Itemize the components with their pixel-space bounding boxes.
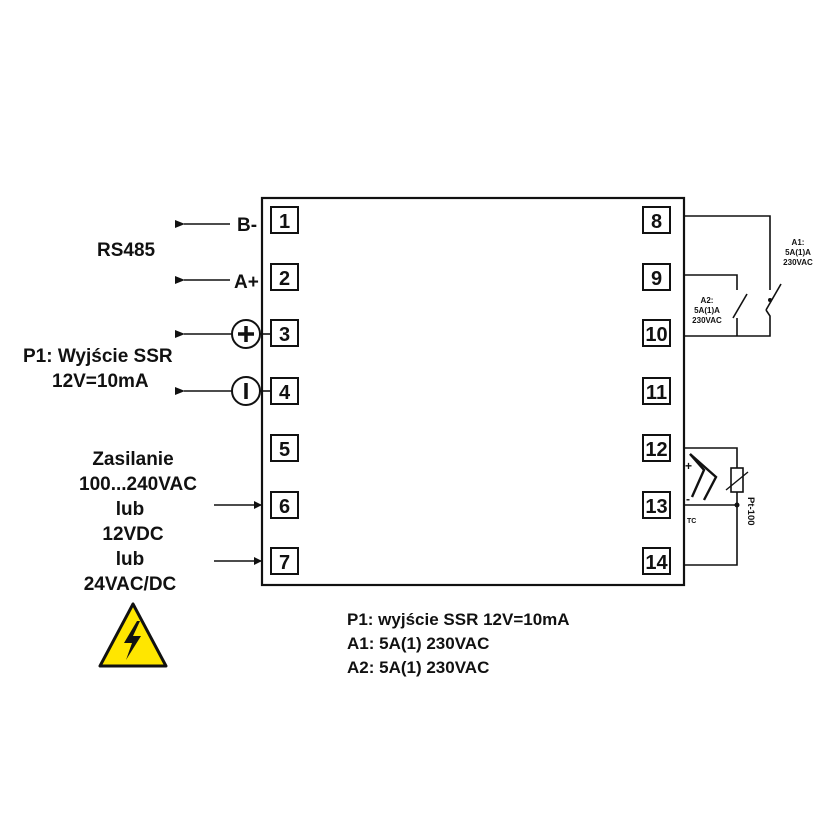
supply-line-1: Zasilanie [92,449,173,470]
terminal-11: 11 [642,377,671,405]
relay-a1-wire-top [684,215,771,290]
a-plus-label: A+ [234,272,259,293]
terminal-12: 12 [642,434,671,462]
relay-a1-contact [765,283,782,311]
pt100-label: Pt-100 [745,497,756,526]
pt100-resistor-symbol [725,467,749,493]
relay-a1-wire-bottom [684,309,771,337]
terminal-7-label: 7 [279,552,290,574]
terminal-5-label: 5 [279,439,290,461]
supply-label: Zasilanie 100...240VAC lub 12VDC lub 24V… [79,449,197,595]
terminal-10-label: 10 [645,324,667,346]
supply-line-6: 24VAC/DC [84,574,177,595]
terminal-14: 14 [642,547,671,575]
terminal-7: 7 [270,547,299,575]
legend-line-3: A2: 5A(1) 230VAC [347,658,489,677]
minus-circle-icon [231,376,261,406]
terminal-4-label: 4 [279,382,291,404]
high-voltage-warning-icon [98,602,168,668]
supply-line-2: 100...240VAC [79,474,197,495]
terminal-2-label: 2 [279,268,290,290]
plus-circle-icon [231,319,261,349]
b-minus-label: B- [237,215,257,236]
rs485-label: RS485 [97,240,156,261]
relay-a2-line1: A2: [701,296,714,305]
relay-a2-label: A2: 5A(1)A 230VAC [692,296,722,325]
terminal-5: 5 [270,434,299,462]
terminal-13: 13 [642,491,671,519]
terminal-14-label: 14 [645,552,668,574]
terminal-1-label: 1 [279,211,290,233]
relay-a2-line2: 5A(1)A [694,306,720,315]
tc-minus-label: - [686,492,690,506]
p1-label-line1: P1: Wyjście SSR [23,346,173,367]
thermocouple-symbol [689,453,718,501]
sensor-wire-12 [684,447,738,468]
relay-a2-line3: 230VAC [692,316,722,325]
sensor-junction [734,502,740,508]
legend-line-1: P1: wyjście SSR 12V=10mA [347,610,570,629]
terminal-10: 10 [642,319,671,347]
terminal-4: 4 [270,377,299,405]
terminal-13-label: 13 [645,496,667,518]
relay-a1-line2: 5A(1)A [785,248,811,257]
relay-a1-line3: 230VAC [783,258,813,267]
terminal-9: 9 [642,263,671,291]
sensor-wire-14 [684,505,738,566]
terminal-8: 8 [642,206,671,234]
terminal-11-label: 11 [646,382,667,404]
p1-label-line2: 12V=10mA [52,371,149,392]
tc-plus-label: + [685,459,692,473]
terminal-2: 2 [270,263,299,291]
device-body [260,196,686,587]
terminal-3-label: 3 [279,324,290,346]
terminal-1: 1 [270,206,299,234]
relay-a1-label: A1: 5A(1)A 230VAC [783,238,813,267]
relay-a1-line1: A1: [792,238,805,247]
supply-line-3: lub [116,499,145,520]
terminal-6: 6 [270,491,299,519]
relay-a2-wire-top [684,274,738,290]
relay-a2-contact [732,293,748,319]
supply-line-5: lub [116,549,145,570]
terminal-6-label: 6 [279,496,290,518]
terminal-12-label: 12 [645,439,667,461]
supply-line-4: 12VDC [102,524,164,545]
terminal-8-label: 8 [651,211,662,233]
terminal-3: 3 [270,319,299,347]
legend: P1: wyjście SSR 12V=10mA A1: 5A(1) 230VA… [347,610,570,677]
terminal-9-label: 9 [651,268,662,290]
tc-label: TC [687,518,696,525]
legend-line-2: A1: 5A(1) 230VAC [347,634,489,653]
